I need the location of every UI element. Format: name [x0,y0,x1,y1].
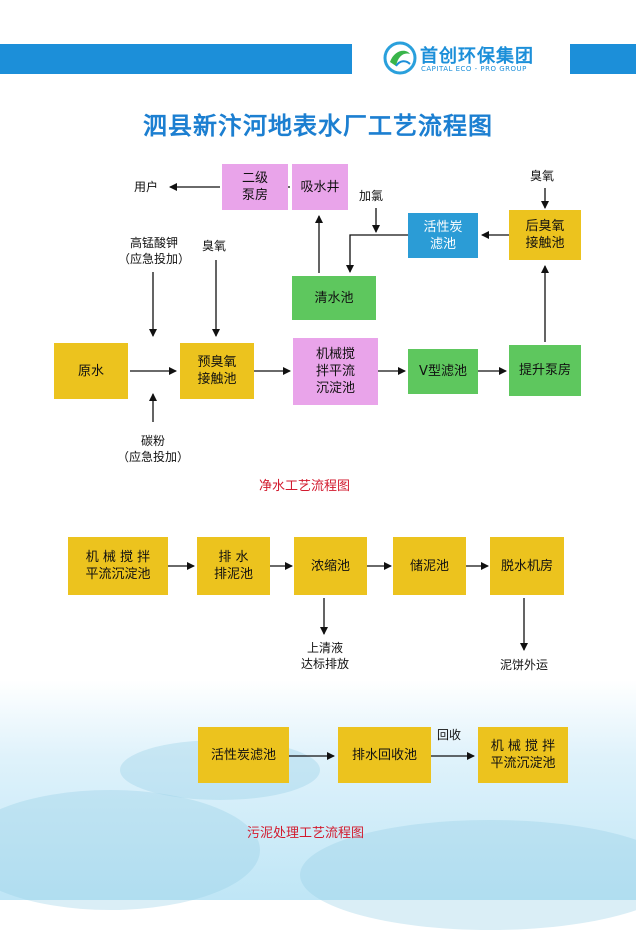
node-clear-water-tank: 清水池 [292,276,376,320]
page-title: 泗县新汴河地表水厂工艺流程图 [143,111,493,140]
node-sedimentation-2: 机 械 搅 拌 平流沉淀池 [478,727,568,783]
node-sludge-storage: 储泥池 [393,537,466,595]
node-carbon-filter: 活性炭 滤池 [408,213,478,258]
label-permanganate: 高锰酸钾 （应急投加） [117,236,190,266]
node-secondary-pump: 二级 泵房 [222,164,288,210]
node-v-filter: V型滤池 [408,349,478,394]
node-drain-pit: 排 水 排泥池 [197,537,270,595]
logo-chinese-name: 首创环保集团 [420,46,534,67]
label-carbon-powder: 碳粉 （应急投加） [116,434,189,464]
logo-english-name: CAPITAL ECO - PRO GROUP [421,65,527,73]
company-logo-icon [383,41,417,75]
node-suction-well: 吸水井 [292,164,348,210]
node-sludge-sedimentation: 机 械 搅 拌 平流沉淀池 [68,537,168,595]
caption-sludge-process: 污泥处理工艺流程图 [247,826,365,841]
node-dewatering-room: 脱水机房 [490,537,564,595]
node-carbon-filter-2: 活性炭滤池 [198,727,289,783]
label-supernatant: 上清液 达标排放 [300,641,349,671]
label-ozone-post: 臭氧 [530,169,555,183]
label-user: 用户 [134,180,159,194]
flow-arrows [130,183,549,760]
node-pre-ozone-contact: 预臭氧 接触池 [180,343,254,399]
label-recycle: 回收 [437,728,462,742]
header-bar-left [0,44,352,74]
label-ozone-pre: 臭氧 [202,239,227,253]
node-sedimentation: 机械搅 拌平流 沉淀池 [293,338,378,405]
node-post-ozone-contact: 后臭氧 接触池 [509,210,581,260]
label-sludge-cake: 泥饼外运 [499,658,548,672]
caption-water-process: 净水工艺流程图 [259,479,351,494]
node-lift-pump: 提升泵房 [509,345,581,396]
header-bar-right [570,44,636,74]
node-recovery-pit: 排水回收池 [338,727,431,783]
node-raw-water: 原水 [54,343,128,399]
node-thickener: 浓缩池 [294,537,367,595]
label-chlorine: 加氯 [359,189,384,203]
arrow-carbon-to-clearwater [346,234,408,273]
